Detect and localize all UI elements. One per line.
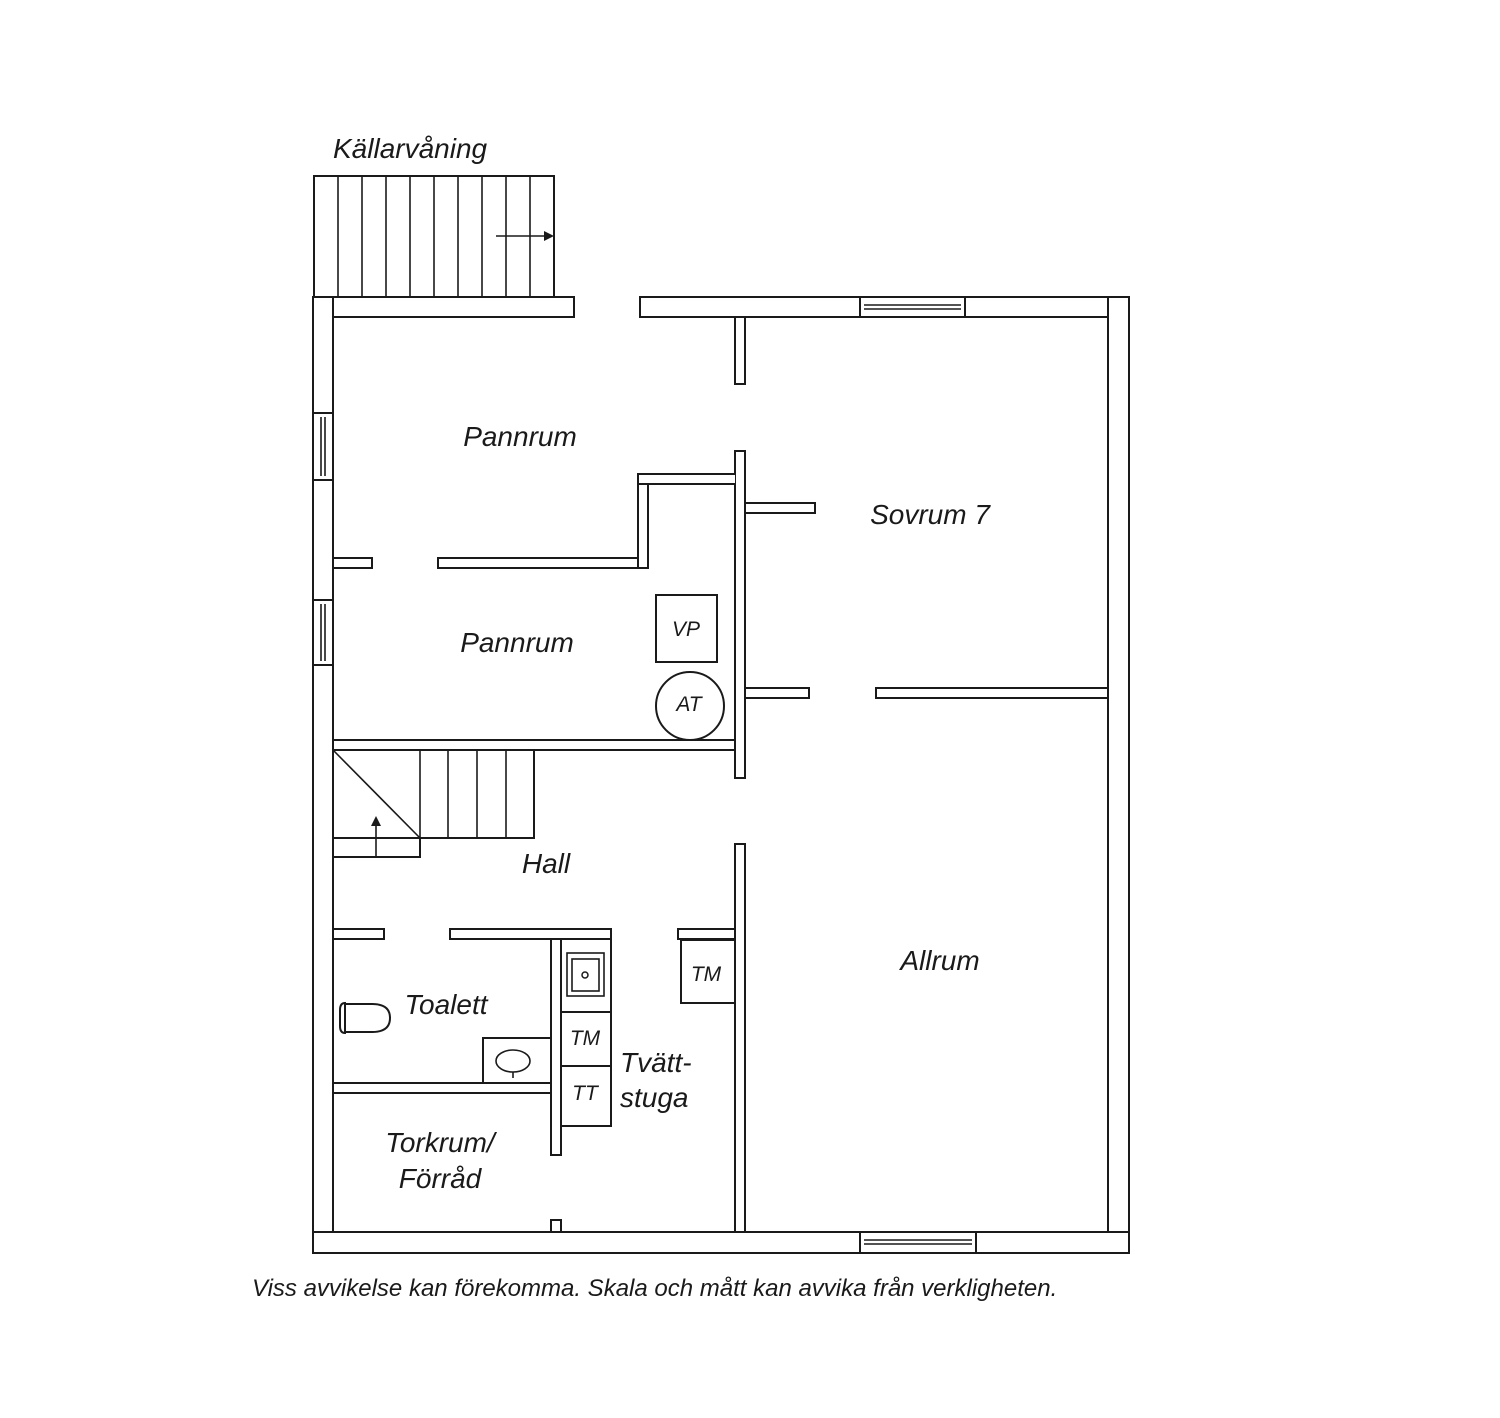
- room-label-sovrum: Sovrum 7: [870, 499, 991, 530]
- floor-title: Källarvåning: [333, 133, 488, 164]
- tt-label: TT: [572, 1082, 600, 1105]
- laundry-counter: TM TT: [560, 938, 612, 1127]
- sink-icon: [566, 952, 605, 997]
- at-tank: AT: [655, 671, 725, 741]
- interior-staircase: [332, 749, 535, 858]
- room-label-tvatt-line2: stuga: [620, 1082, 689, 1113]
- tm-hall-label: TM: [691, 963, 722, 986]
- window-top: [859, 296, 966, 318]
- exterior-walls: [312, 296, 1130, 1254]
- window-bottom: [859, 1231, 977, 1254]
- room-label-hall: Hall: [522, 848, 571, 879]
- tm-laundry-label: TM: [570, 1027, 601, 1050]
- tm-hall-unit: TM: [680, 939, 736, 1004]
- window-left-upper: [312, 412, 334, 481]
- room-label-pannrum-lower: Pannrum: [460, 627, 574, 658]
- window-left-lower: [312, 599, 334, 666]
- room-label-toalett: Toalett: [404, 989, 488, 1020]
- toilet-icon: [339, 1001, 392, 1035]
- room-label-tvatt-line1: Tvätt-: [620, 1047, 692, 1078]
- interior-walls: [332, 316, 1109, 1233]
- room-label-pannrum-upper: Pannrum: [463, 421, 577, 452]
- room-label-torkrum-line1: Torkrum/: [385, 1127, 498, 1158]
- disclaimer: Viss avvikelse kan förekomma. Skala och …: [252, 1275, 1057, 1302]
- outside-staircase: [313, 175, 555, 298]
- room-label-allrum: Allrum: [898, 945, 979, 976]
- washbasin-icon: [482, 1037, 552, 1084]
- room-label-torkrum-line2: Förråd: [399, 1163, 483, 1194]
- vp-unit: VP: [655, 594, 718, 663]
- at-label: AT: [674, 693, 703, 716]
- vp-label: VP: [672, 618, 700, 641]
